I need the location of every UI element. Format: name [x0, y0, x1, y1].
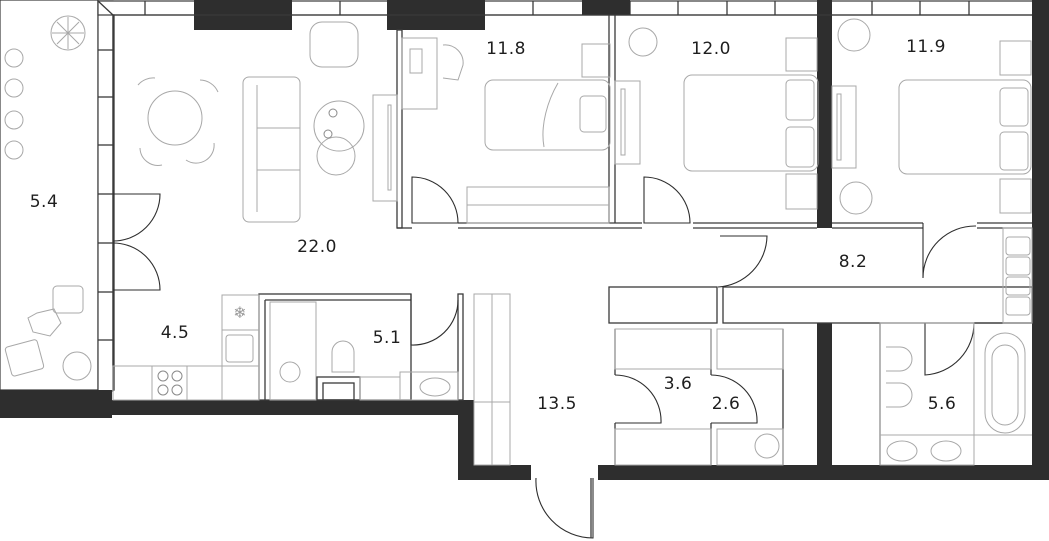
room-label-closet: 3.6	[663, 374, 693, 394]
svg-text:❄: ❄	[233, 303, 246, 322]
room-label-entrance-hall: 13.5	[537, 394, 577, 414]
room-label-kitchen: 4.5	[160, 323, 190, 343]
doors	[112, 176, 977, 539]
furniture: ❄	[4, 15, 1033, 466]
room-label-living-room: 22.0	[297, 237, 337, 257]
window-strips	[0, 0, 1049, 392]
structural-walls	[0, 0, 1049, 480]
room-label-laundry: 2.6	[711, 394, 741, 414]
room-label-bathroom: 5.6	[927, 394, 957, 414]
room-label-hallway: 8.2	[838, 252, 868, 272]
room-label-balcony: 5.4	[29, 192, 59, 212]
room-label-wc: 5.1	[372, 328, 402, 348]
room-label-bedroom-3: 11.9	[906, 37, 946, 57]
room-label-bedroom-1: 11.8	[486, 39, 526, 59]
room-label-bedroom-2: 12.0	[691, 39, 731, 59]
